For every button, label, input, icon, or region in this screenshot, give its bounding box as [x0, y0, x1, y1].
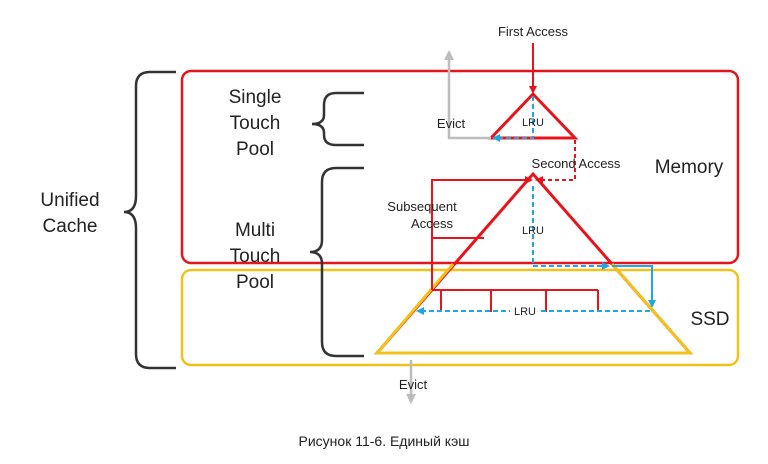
second-access-label: Second Access: [532, 156, 621, 171]
subsequent-access-label-1: Subsequent: [387, 199, 457, 214]
single-touch-lru-path: [492, 96, 534, 142]
lru-bottom-label: LRU: [514, 306, 536, 318]
multi-touch-label-3: Pool: [236, 272, 274, 293]
subsequent-access-loop: [431, 176, 533, 290]
evict-bottom-label: Evict: [399, 377, 428, 392]
second-access-arrow: [535, 140, 576, 184]
multi-touch-label-2: Touch: [230, 246, 281, 267]
ssd-label: SSD: [690, 309, 729, 330]
ssd-bucket-ticks: [432, 289, 599, 312]
unified-cache-label-1: Unified: [40, 190, 99, 211]
lru-middle-label: LRU: [522, 225, 544, 237]
ssd-box: [180, 268, 740, 367]
multi-touch-lru-path: [532, 186, 610, 270]
single-touch-bracket: [311, 91, 364, 147]
multi-touch-triangle-ssd-part: [373, 263, 694, 355]
figure-caption: Рисунок 11-6. Единый кэш: [298, 433, 470, 449]
lru-top-label: LRU: [522, 117, 544, 129]
unified-cache-bracket: [123, 70, 176, 370]
unified-cache-label-2: Cache: [43, 216, 98, 237]
evict-top-label: Evict: [437, 116, 466, 131]
evict-top-arrow: [444, 50, 491, 140]
multi-touch-bracket: [309, 166, 364, 358]
memory-label: Memory: [655, 157, 724, 178]
first-access-label: First Access: [498, 24, 569, 39]
lru-bottom-label-bg: [510, 303, 540, 318]
single-touch-label-1: Single: [229, 87, 282, 108]
single-touch-label-2: Touch: [230, 113, 281, 134]
single-touch-label-3: Pool: [236, 139, 274, 160]
unified-cache-diagram: First Access Single Touch Pool Evict LRU…: [40, 24, 740, 404]
subsequent-access-label-2: Access: [411, 216, 453, 231]
memory-box: [180, 69, 740, 265]
multi-touch-label-1: Multi: [235, 220, 275, 241]
memory-to-ssd-arrow: [612, 265, 656, 308]
